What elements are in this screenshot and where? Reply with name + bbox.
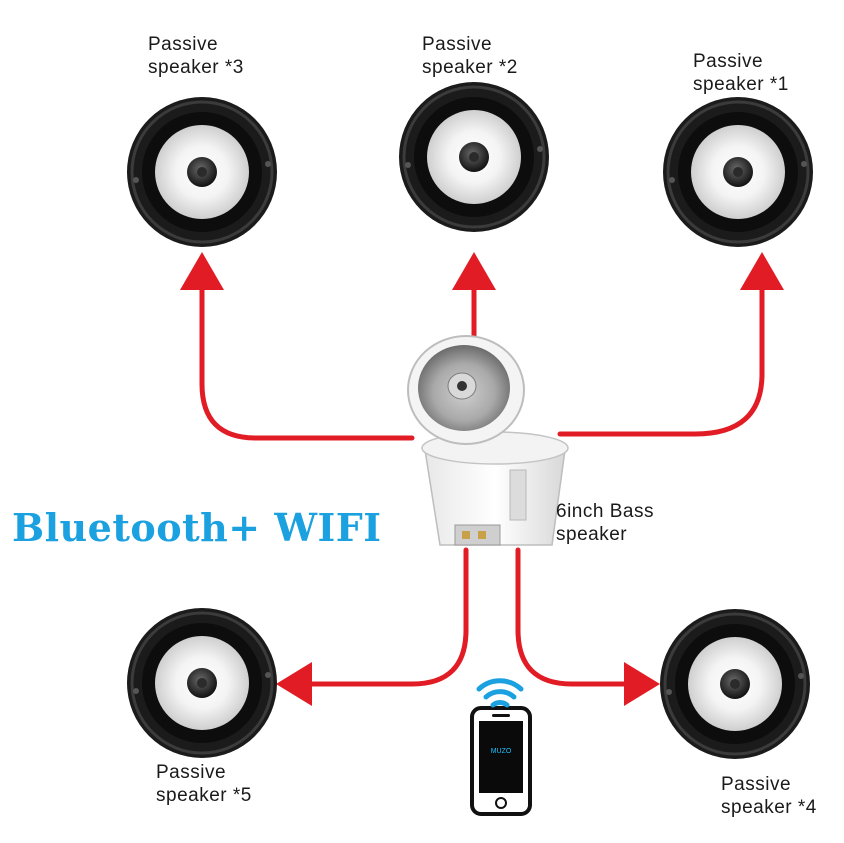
speaker-4-image <box>660 609 810 759</box>
connection-arrows <box>180 252 784 706</box>
speaker-5-label-line1: Passive <box>156 762 227 783</box>
arrowhead-speaker-5 <box>276 662 312 706</box>
diagram-title: Bluetooth+ WIFI <box>12 505 382 550</box>
arrowhead-speaker-1 <box>740 252 784 290</box>
speaker-5-image <box>127 608 277 758</box>
speaker-3-label-line2: speaker *3 <box>148 57 244 78</box>
smartphone-icon: MUZO <box>470 706 532 816</box>
arrowhead-speaker-4 <box>624 662 660 706</box>
bass-speaker-label-line1: 6inch Bass <box>556 501 654 522</box>
arrow-to-speaker-5 <box>307 547 469 687</box>
speaker-2-label-line2: speaker *2 <box>422 57 518 78</box>
arrowhead-speaker-2 <box>452 252 496 290</box>
phone-screen-text: MUZO <box>491 748 512 755</box>
arrow-to-speaker-4 <box>515 547 629 687</box>
speaker-5-label: Passive speaker *5 <box>156 761 252 807</box>
speaker-1-label: Passive speaker *1 <box>693 50 789 96</box>
bass-speaker-label-line2: speaker <box>556 524 628 545</box>
speaker-2-label: Passive speaker *2 <box>422 33 518 79</box>
speaker-1-label-line1: Passive <box>693 51 764 72</box>
arrow-to-speaker-3 <box>199 285 415 441</box>
arrow-to-speaker-1 <box>557 285 765 437</box>
speaker-1-image <box>663 97 813 247</box>
speaker-4-label-line1: Passive <box>721 774 792 795</box>
speaker-1-label-line2: speaker *1 <box>693 74 789 95</box>
speaker-2-label-line1: Passive <box>422 34 493 55</box>
bass-speaker-image <box>407 335 569 546</box>
speaker-3-label: Passive speaker *3 <box>148 33 244 79</box>
speaker-2-image <box>399 82 549 232</box>
speaker-4-label-line2: speaker *4 <box>721 797 817 818</box>
speaker-3-label-line1: Passive <box>148 34 219 55</box>
arrowhead-speaker-3 <box>180 252 224 290</box>
bass-speaker-label: 6inch Bass speaker <box>556 500 654 546</box>
speaker-4-label: Passive speaker *4 <box>721 773 817 819</box>
wifi-icon <box>476 678 524 708</box>
speaker-5-label-line2: speaker *5 <box>156 785 252 806</box>
speaker-3-image <box>127 97 277 247</box>
